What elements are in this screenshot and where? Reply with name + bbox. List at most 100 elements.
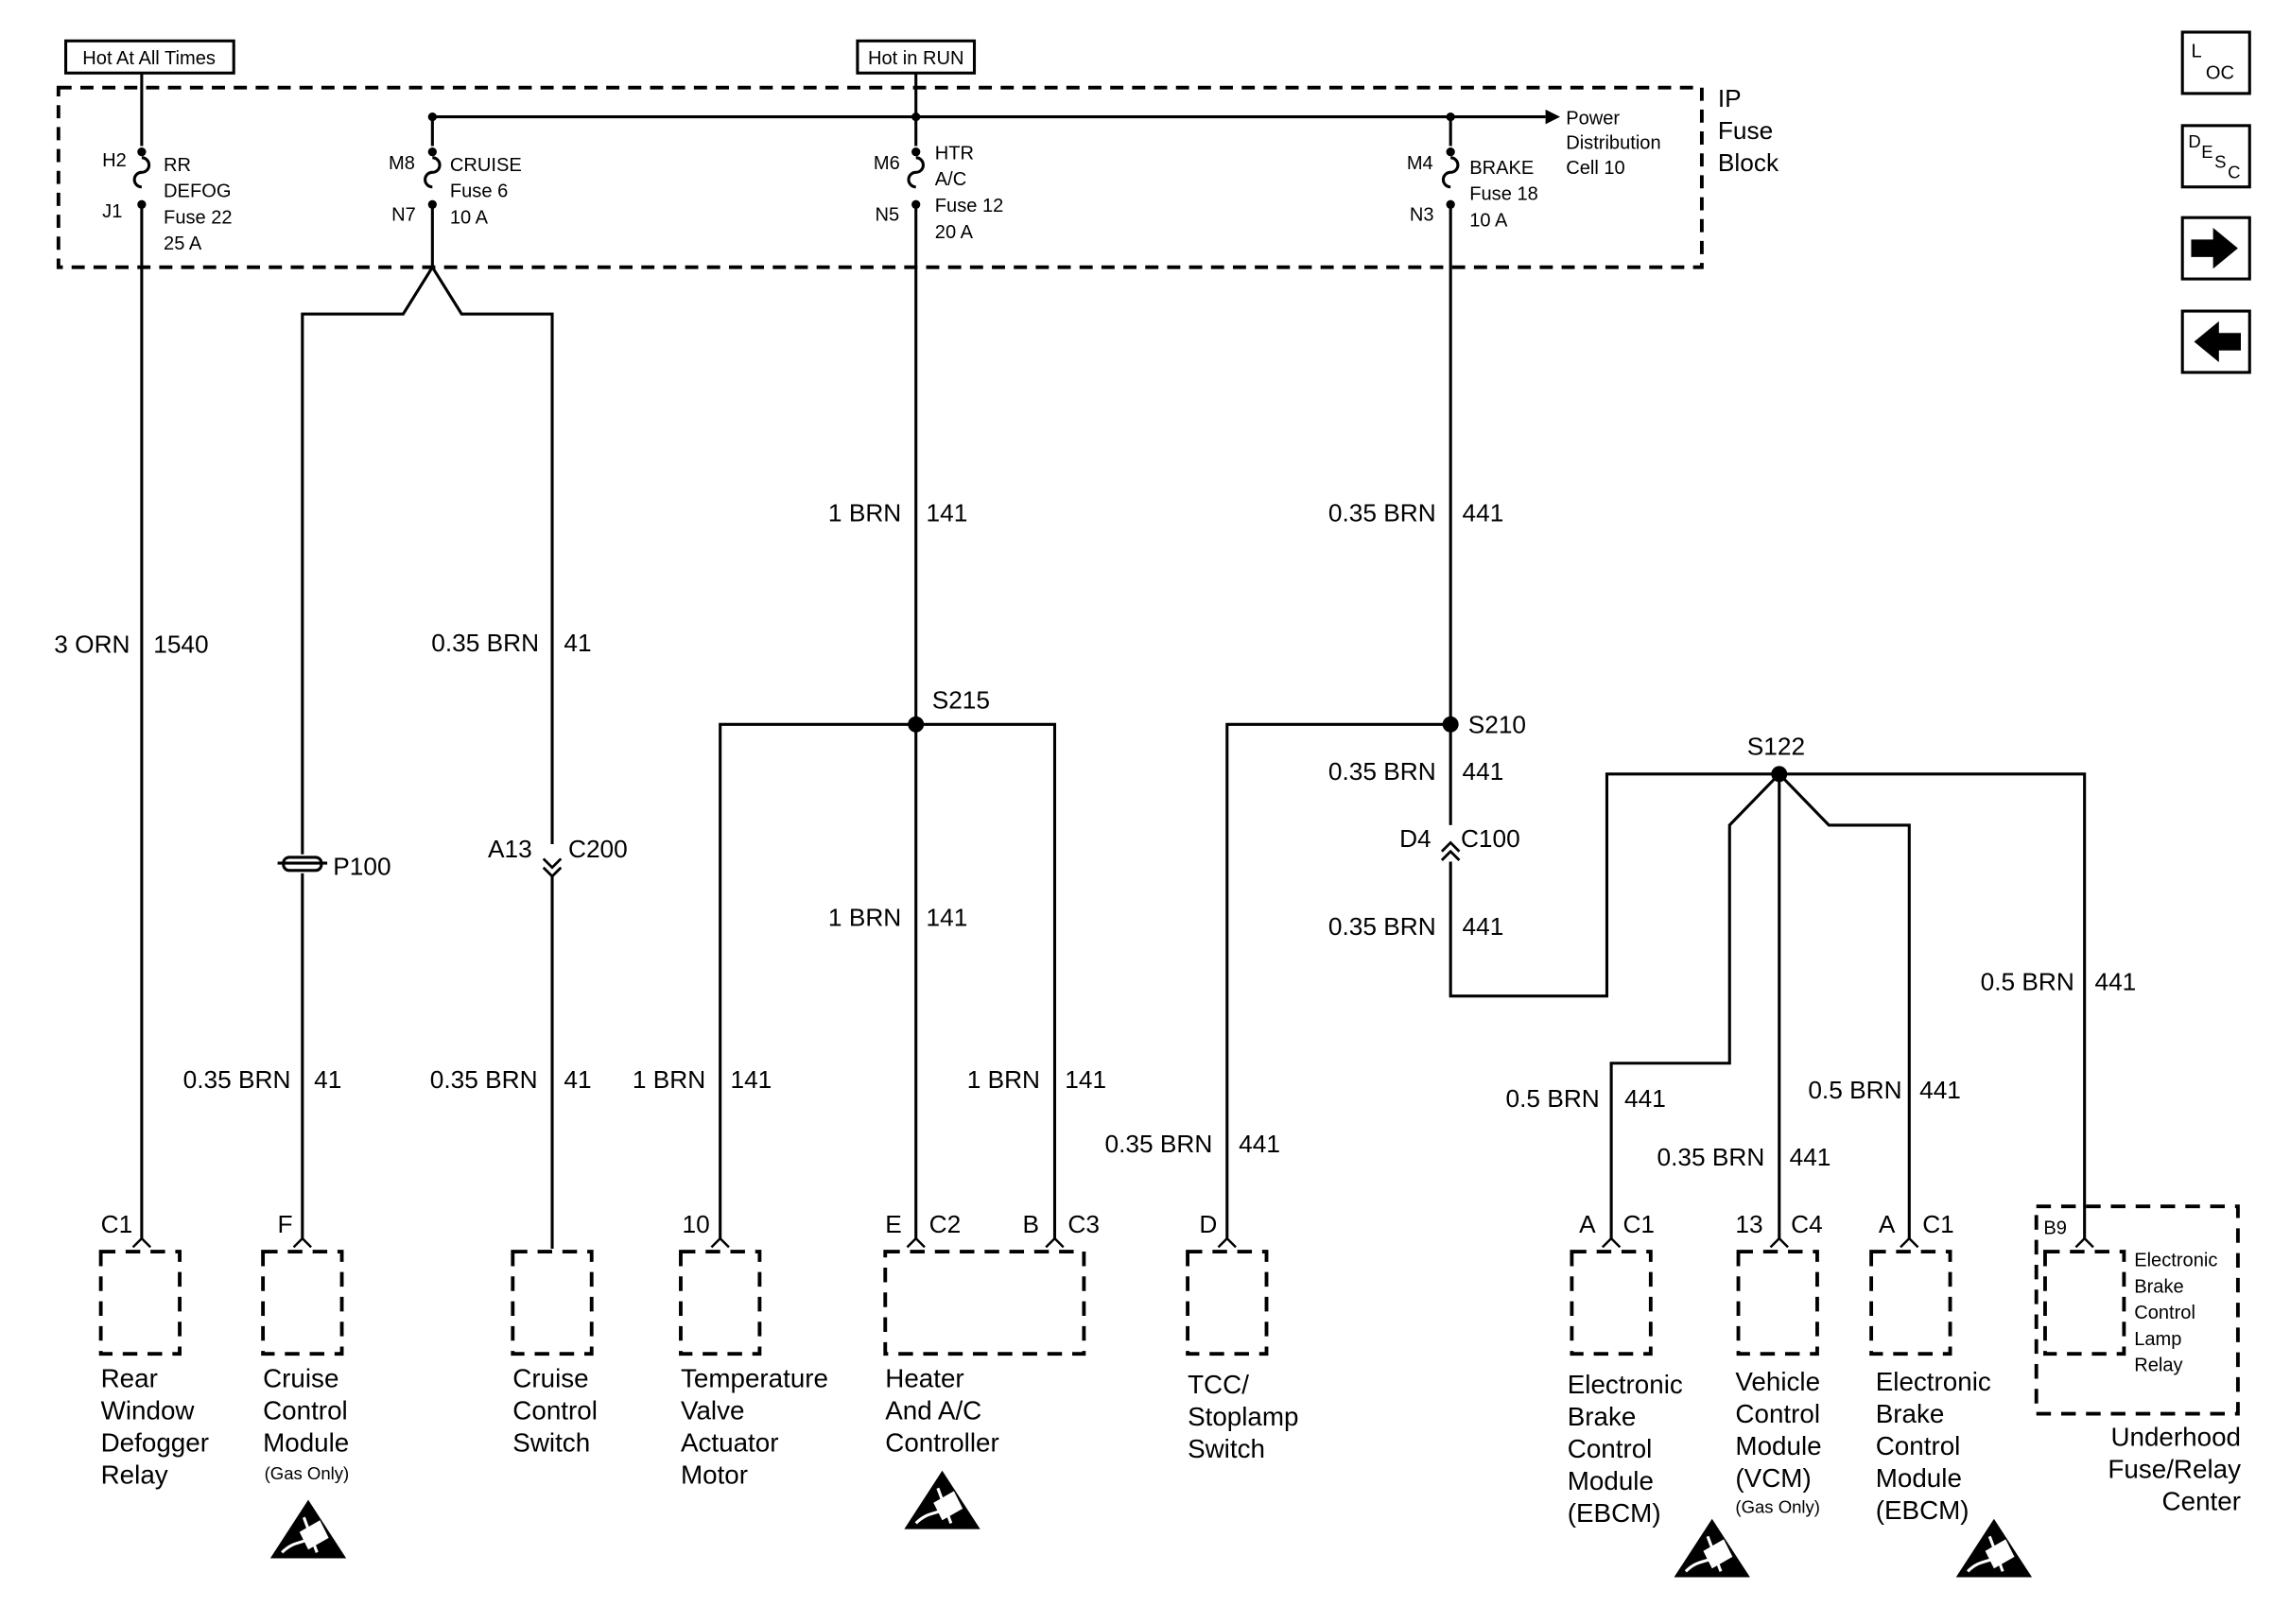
next-page-button[interactable]: [2180, 216, 2251, 281]
wire-441-s210-circuit: 441: [1463, 757, 1504, 786]
vcm-pin: 13: [1735, 1210, 1762, 1238]
arrow-left-icon: [2194, 320, 2241, 363]
vcm-conn: C4: [1791, 1210, 1823, 1238]
fuse-rr-defog-line-4: 25 A: [164, 233, 202, 254]
wire-141-mid-circuit: 141: [927, 904, 968, 932]
wire-41-top-circuit: 41: [564, 629, 591, 657]
description-button[interactable]: D E S C: [2180, 124, 2251, 189]
wire-141-top-circuit: 141: [927, 499, 968, 527]
lamp-relay-labels: Electronic Brake Control Lamp Relay: [2134, 1250, 2217, 1375]
arrow-right-icon: [2191, 228, 2238, 269]
cruise-switch-name-2: Control: [512, 1396, 598, 1425]
fuse-brake-line-1: BRAKE: [1469, 158, 1534, 179]
rear-window-name-1: Rear: [101, 1364, 158, 1393]
temp-valve-name-3: Actuator: [681, 1428, 779, 1458]
fuse-rr-defog: H2 J1 RR DEFOG Fuse 22 25 A: [102, 150, 232, 254]
terminal-markers: [131, 1236, 2094, 1249]
vcm-box: [1736, 1250, 1819, 1356]
vcm-name-4: (VCM): [1735, 1463, 1811, 1493]
underhood-center-box: [2034, 1204, 2240, 1416]
wire-441-ebcm1-gauge: 0.5 BRN: [1506, 1084, 1600, 1113]
wire-441-tcc-gauge: 0.35 BRN: [1105, 1130, 1213, 1158]
description-button-sub1: E: [2201, 142, 2212, 162]
vcm-name-3: Module: [1735, 1431, 1821, 1460]
ebcm2-name-1: Electronic: [1876, 1367, 1991, 1396]
c100-connector: D4 C100: [1399, 824, 1520, 861]
c100-label: C100: [1461, 824, 1520, 853]
description-button-sub3: C: [2228, 162, 2240, 181]
wire-labels: 3 ORN 1540 0.35 BRN 41 0.35 BRN 41 0.35 …: [54, 499, 2136, 1171]
tcc-name-2: Stoplamp: [1188, 1402, 1298, 1431]
rear-window-relay-box: [98, 1250, 182, 1356]
fuse-htr-ac-line-4: 20 A: [935, 222, 974, 243]
c200-label: C200: [568, 835, 628, 863]
wire-441-ebcm2-circuit: 441: [1919, 1076, 1961, 1104]
wire-441-ebcm1-circuit: 441: [1624, 1084, 1666, 1113]
rear-window-name-2: Window: [101, 1396, 196, 1425]
fuse-brake: M4 N3 BRAKE Fuse 18 10 A: [1407, 153, 1538, 231]
lamp-relay-line-5: Relay: [2134, 1356, 2182, 1376]
wire-441-top-gauge: 0.35 BRN: [1328, 499, 1436, 527]
p100-label: P100: [333, 852, 390, 880]
wire-441-vcm-gauge: 0.35 BRN: [1657, 1143, 1765, 1171]
heater-conn-c2: C2: [929, 1210, 962, 1238]
temp-valve-name-4: Motor: [681, 1460, 748, 1490]
fuse-cruise: M8 N7 CRUISE Fuse 6 10 A: [389, 153, 522, 228]
fuse-brake-top-pin: M4: [1407, 153, 1433, 174]
c200-connector: A13 C200: [488, 835, 628, 878]
ebcm2-box: [1869, 1250, 1952, 1356]
splice-s210-label: S210: [1468, 711, 1526, 739]
cruise-module-name-2: Control: [263, 1396, 348, 1425]
hot-in-run-label: Hot in RUN: [868, 48, 964, 69]
heater-ac-box: [883, 1250, 1086, 1356]
ebcm1-name-1: Electronic: [1568, 1370, 1683, 1399]
esd-warning-icon: [1954, 1517, 2034, 1580]
fuse-htr-ac-line-1: HTR: [935, 143, 974, 164]
lamp-relay-line-3: Control: [2134, 1303, 2195, 1323]
fuse-cruise-line-1: CRUISE: [450, 155, 522, 176]
wire-1540-gauge: 3 ORN: [54, 631, 130, 659]
ebcm1-name-3: Control: [1568, 1434, 1653, 1463]
tcc-switch-box: [1186, 1250, 1269, 1356]
cruise-module-name-3: Module: [263, 1428, 349, 1458]
wire-441-c100-circuit: 441: [1463, 912, 1504, 941]
splice-s215-dot: [908, 716, 925, 733]
location-button[interactable]: L OC: [2180, 30, 2251, 95]
c100-pin-label: D4: [1399, 824, 1431, 853]
cruise-module-pin: F: [278, 1210, 293, 1238]
bus-junction-htr: [911, 112, 921, 122]
heater-name-1: Heater: [885, 1364, 963, 1393]
wire-141-top-gauge: 1 BRN: [828, 499, 901, 527]
tcc-name-1: TCC/: [1188, 1370, 1249, 1399]
splice-s122-dot: [1771, 766, 1788, 783]
wire-41-switch-circuit: 41: [564, 1065, 591, 1094]
ip-fuse-block-label-1: IP: [1718, 84, 1742, 112]
lamp-relay-line-2: Brake: [2134, 1276, 2183, 1297]
splice-s122-label: S122: [1747, 733, 1805, 761]
wire-141-heater-gauge: 1 BRN: [967, 1065, 1040, 1094]
previous-page-button[interactable]: [2180, 309, 2251, 374]
tcc-name-3: Switch: [1188, 1434, 1265, 1463]
wire-141-heater-circuit: 141: [1065, 1065, 1106, 1094]
ebcm2-conn: C1: [1922, 1210, 1954, 1238]
cruise-switch-box: [511, 1250, 594, 1356]
wire-141-temp-gauge: 1 BRN: [633, 1065, 705, 1094]
cruise-module-name-1: Cruise: [263, 1364, 338, 1393]
ip-fuse-block-label-3: Block: [1718, 148, 1779, 177]
ebcm2-name-2: Brake: [1876, 1399, 1945, 1428]
fuse-cruise-line-3: 10 A: [450, 207, 489, 228]
wire-1540-circuit: 1540: [153, 631, 208, 659]
wire-41-module-gauge: 0.35 BRN: [183, 1065, 291, 1094]
fuse-brake-line-3: 10 A: [1469, 210, 1508, 231]
fuse-cruise-line-2: Fuse 6: [450, 181, 508, 202]
temp-valve-name-2: Valve: [681, 1396, 744, 1425]
fuse-rr-defog-line-1: RR: [164, 155, 191, 176]
bus-junction-cruise: [427, 112, 437, 122]
lamp-relay-line-4: Lamp: [2134, 1329, 2181, 1350]
wire-441-underhood-circuit: 441: [2094, 967, 2136, 995]
hot-at-all-times-box: Hot At All Times: [63, 39, 235, 75]
component-outlines: [98, 1204, 2240, 1416]
vcm-name-2: Control: [1735, 1399, 1820, 1428]
fuse-htr-ac-line-3: Fuse 12: [935, 196, 1004, 216]
